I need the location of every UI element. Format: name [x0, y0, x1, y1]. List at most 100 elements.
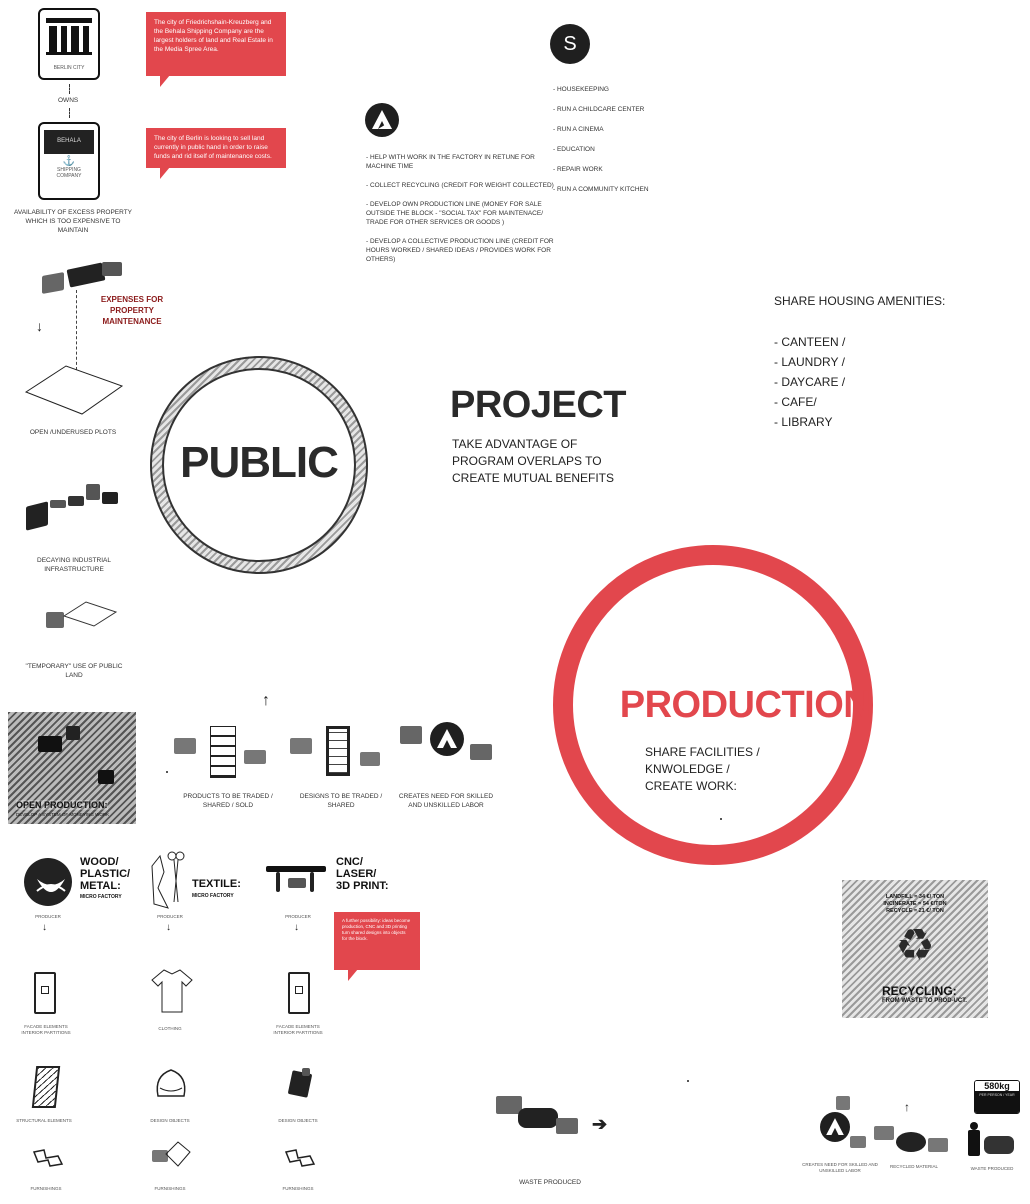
col2-producer: PRODUCER	[157, 914, 183, 919]
berlin-bear-icon	[46, 18, 92, 55]
dot-mark	[166, 771, 168, 773]
down-arrow-icon: ↓	[36, 318, 43, 334]
shipping-label: SHIPPING COMPANY	[56, 167, 82, 179]
col1-furnishings: FURNISHINGS	[30, 1186, 62, 1191]
designs-icon	[290, 724, 390, 784]
project-subtitle: TAKE ADVANTAGE OF PROGRAM OVERLAPS TO CR…	[452, 436, 614, 487]
amenities-list: - CANTEEN / - LAUNDRY / - DAYCARE / - CA…	[774, 332, 845, 432]
cnc-machine-icon	[266, 858, 328, 898]
cnc-title: CNC/ LASER/ 3D PRINT:	[336, 856, 389, 892]
anchor-icon: ⚓	[62, 156, 76, 167]
project-subtitle-line: PROGRAM OVERLAPS TO	[452, 454, 602, 468]
hands-icon	[42, 262, 122, 298]
s-list-item: - REPAIR WORK	[553, 166, 603, 173]
up-arrow-icon: ↑	[904, 1100, 910, 1114]
textile-sub: MICRO FACTORY	[192, 893, 234, 899]
right-arrow-icon: ➔	[592, 1114, 608, 1134]
berlin-label: BERLIN CITY	[53, 65, 85, 71]
recycled-material-icon	[874, 1120, 954, 1160]
open-plots-label: OPEN /UNDERUSED PLOTS	[29, 429, 117, 436]
a-list-item: - COLLECT RECYCLING (CREDIT FOR WEIGHT C…	[366, 182, 554, 189]
col2-furnishings: FURNISHINGS	[154, 1186, 186, 1191]
labor-icon	[400, 716, 500, 776]
a-logo-icon	[365, 103, 399, 137]
middle-caption: PRODUCTS TO BE TRADED / SHARED / SOLD	[183, 793, 273, 809]
saw-blade-icon	[24, 858, 72, 906]
chair-icon	[284, 1148, 316, 1168]
col2-design: DESIGN OBJECTS	[150, 1118, 190, 1123]
weight-sub: PER PERSON / YEAR	[975, 1091, 1019, 1113]
sketch-hand-icon	[152, 1140, 191, 1174]
col1-producer: PRODUCER	[35, 914, 61, 919]
expenses-text: EXPENSES FOR PROPERTY MAINTENANCE	[100, 295, 164, 326]
speech-bubble-2: The city of Berlin is looking to sell la…	[146, 128, 286, 179]
connector-line	[69, 84, 71, 94]
s-list-item: - RUN A COMMUNITY KITCHEN	[553, 186, 649, 193]
amenity-item: - CANTEEN /	[774, 335, 846, 349]
waste-hands-icon: ➔	[496, 1092, 616, 1146]
amenity-item: - DAYCARE /	[774, 375, 846, 389]
availability-text: AVAILABILITY OF EXCESS PROPERTY WHICH IS…	[14, 209, 133, 234]
wood-title: WOOD/ PLASTIC/ METAL:	[80, 856, 131, 892]
arrow-down-icon: ↓	[166, 922, 171, 933]
s-list-item: - EDUCATION	[553, 146, 595, 153]
public-label: PUBLIC	[180, 438, 339, 487]
middle-caption: DESIGNS TO BE TRADED / SHARED	[299, 793, 383, 809]
s-list-item: - RUN A CHILDCARE CENTER	[553, 106, 645, 113]
facade-panel-icon	[288, 972, 310, 1014]
production-sub-line: KNWOLEDGE /	[645, 762, 730, 776]
recycling-panel: LANDFILL = 34 €/ TON INCINERATE = 54 €/T…	[842, 880, 988, 1018]
col3-facade: FACADE ELEMENTS INTERIOR PARTITIONS	[273, 1024, 323, 1035]
recycling-cost: INCINERATE = 54 €/TON	[883, 901, 947, 907]
weight-value: 580kg	[975, 1081, 1019, 1091]
behala-logo: BEHALA ⚓ SHIPPING COMPANY	[38, 122, 100, 200]
production-sub-line: CREATE WORK:	[645, 779, 737, 793]
arrow-down-icon: ↓	[294, 922, 299, 933]
recycling-cost: LANDFILL = 34 €/ TON	[885, 894, 945, 900]
dashed-divider	[76, 290, 77, 370]
amenities-title: SHARE HOUSING AMENITIES:	[774, 294, 946, 308]
s-letter: S	[563, 33, 577, 55]
shirt-icon	[150, 966, 194, 1014]
col3-producer: PRODUCER	[285, 914, 311, 919]
arrow-down-icon: ↓	[42, 922, 47, 933]
recycled-label: RECYCLED MATERIAL	[890, 1164, 938, 1169]
recycling-cost: RECYCLE = 21 €/ TON	[886, 908, 944, 914]
scissors-icon	[148, 850, 186, 912]
recycle-icon: ♻	[895, 921, 935, 970]
temporary-label: "TEMPORARY" USE OF PUBLIC LAND	[25, 663, 123, 679]
speech-bubble-3: A further possibility: ideas become prod…	[334, 912, 420, 981]
facade-panel-icon	[34, 972, 56, 1014]
amenity-item: - CAFE/	[774, 395, 817, 409]
production-sub-line: SHARE FACILITIES /	[645, 745, 760, 759]
waste-label: WASTE PRODUCED	[519, 1179, 581, 1186]
beanbag-icon	[152, 1066, 190, 1102]
project-title: PROJECT	[450, 384, 626, 426]
recycling-title: RECYCLING:	[882, 984, 957, 998]
col2-clothing: CLOTHING	[158, 1026, 182, 1031]
chair-icon	[32, 1148, 64, 1168]
berlin-logo: BERLIN CITY	[38, 8, 100, 80]
dot-mark	[687, 1080, 689, 1082]
waste-produced-label: WASTE PRODUCED	[970, 1166, 1014, 1171]
ship-icon: BEHALA	[44, 130, 94, 154]
up-arrow-icon: ↑	[262, 692, 270, 709]
amenity-item: - LIBRARY	[774, 415, 833, 429]
amenity-item: - LAUNDRY /	[774, 355, 845, 369]
col3-furnishings: FURNISHINGS	[282, 1186, 314, 1191]
structural-frame-icon	[31, 1066, 61, 1108]
open-plot-shape	[24, 365, 124, 415]
labor-hand-icon	[814, 1096, 868, 1156]
speech-bubble-1: The city of Friedrichshain-Kreuzberg and…	[146, 12, 286, 87]
production-label: PRODUCTION	[619, 684, 871, 726]
production-sub: SHARE FACILITIES / KNWOLEDGE / CREATE WO…	[645, 744, 760, 795]
temporary-use-icon	[46, 598, 118, 636]
open-production-sub: DEVELOP A SYSTEM OF MONEYING WORK	[16, 812, 110, 817]
s-list-item: - RUN A CINEMA	[553, 126, 604, 133]
created-need-label: CREATES NEED FOR SKILLED AND UNSKILLED L…	[802, 1162, 878, 1173]
textile-title: TEXTILE:	[192, 878, 241, 890]
dot-mark	[720, 818, 722, 820]
a-list: - HELP WITH WORK IN THE FACTORY IN RETUN…	[366, 153, 566, 274]
middle-caption: CREATES NEED FOR SKILLED AND UNSKILLED L…	[398, 793, 494, 809]
products-icon	[174, 724, 274, 784]
